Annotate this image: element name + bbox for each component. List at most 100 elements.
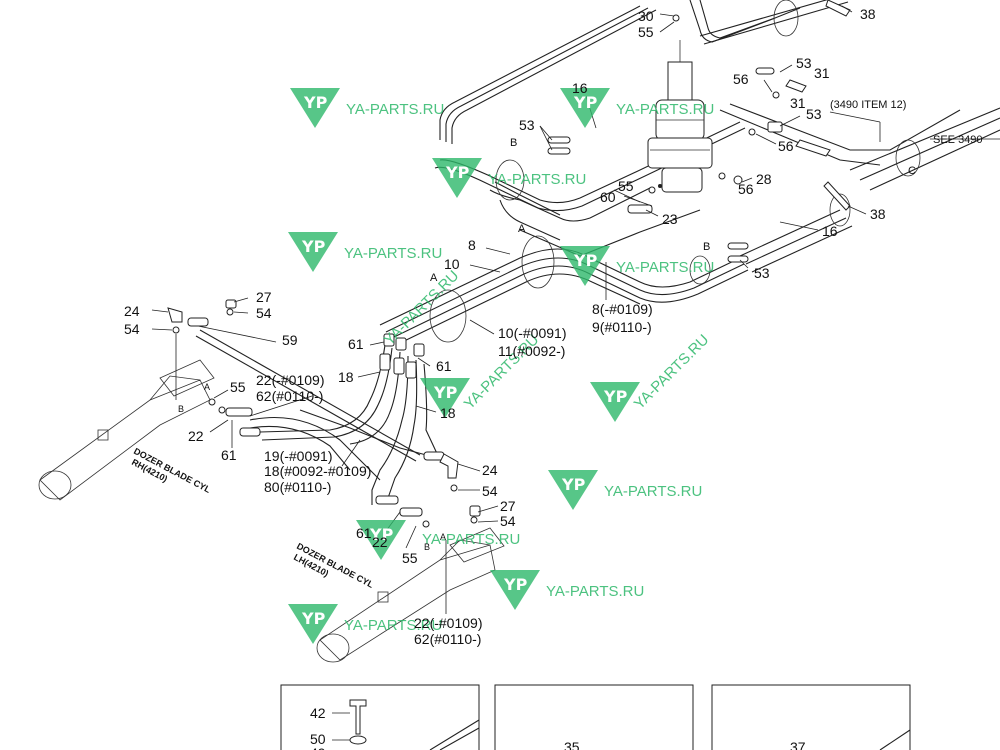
section-letter-a-small: A <box>440 532 446 542</box>
callout-61: 61 <box>221 447 237 463</box>
svg-text:YP: YP <box>603 387 628 406</box>
callout-53: 53 <box>796 55 812 71</box>
callout-53: 53 <box>806 106 822 122</box>
svg-text:YP: YP <box>573 251 598 270</box>
callout-8-range: 8(-#0109) <box>592 301 653 317</box>
detail-box-3 <box>711 684 911 750</box>
callout-54: 54 <box>500 513 516 529</box>
section-letter-a-small: A <box>204 382 210 392</box>
callout-22-range: 22(-#0109) <box>256 372 325 388</box>
callout-54: 54 <box>256 305 272 321</box>
callout-11-range: 11(#0092-) <box>498 343 565 359</box>
watermark-11: YP YA-PARTS.RU <box>288 604 442 644</box>
callout-54: 54 <box>482 483 498 499</box>
svg-text:YA-PARTS.RU: YA-PARTS.RU <box>422 531 520 548</box>
svg-text:YP: YP <box>301 609 326 628</box>
callout-54: 54 <box>124 321 140 337</box>
callout-3490-item: (3490 ITEM 12) <box>830 99 906 111</box>
callout-9-range: 9(#0110-) <box>592 319 652 335</box>
svg-text:YP: YP <box>503 575 528 594</box>
svg-text:YA-PARTS.RU: YA-PARTS.RU <box>346 101 444 118</box>
leader-lines <box>151 5 1000 741</box>
callout-16: 16 <box>572 80 588 96</box>
svg-text:YP: YP <box>561 475 586 494</box>
callout-60: 60 <box>600 189 616 205</box>
callout-22: 22 <box>188 428 204 444</box>
svg-text:YA-PARTS.RU: YA-PARTS.RU <box>488 171 586 188</box>
watermark-10: YP YA-PARTS.RU <box>490 570 644 610</box>
callout-49: 49 <box>310 745 326 750</box>
watermark-6: YP <box>420 378 470 418</box>
callout-53: 53 <box>754 265 770 281</box>
watermark-8: YP YA-PARTS.RU <box>548 470 702 510</box>
svg-text:YA-PARTS.RU: YA-PARTS.RU <box>616 101 714 118</box>
svg-text:YP: YP <box>445 163 470 182</box>
watermark-rotated-1: YA-PARTS.RU <box>381 267 463 349</box>
svg-text:YP: YP <box>303 93 328 112</box>
callout-labels: 30 55 38 53 31 56 31 16 53 53 56 (3490 I… <box>124 6 983 750</box>
center-swivel-joint <box>647 40 713 193</box>
callout-35: 35 <box>564 739 580 750</box>
svg-text:YA-PARTS.RU: YA-PARTS.RU <box>546 583 644 600</box>
callout-10-range: 10(-#0091) <box>498 325 567 341</box>
callout-30: 30 <box>638 8 654 24</box>
detail-boxes <box>280 684 911 750</box>
watermarks: YP YA-PARTS.RU YP YA-PARTS.RU YP YA-PART… <box>288 88 714 644</box>
svg-text:YP: YP <box>573 93 598 112</box>
svg-text:YP: YP <box>433 383 458 402</box>
section-letters: B A A B C A B A B <box>178 137 916 552</box>
callout-55: 55 <box>402 550 418 566</box>
callout-53: 53 <box>519 117 535 133</box>
callout-59: 59 <box>282 332 298 348</box>
callout-27: 27 <box>256 289 272 305</box>
callout-38: 38 <box>870 206 886 222</box>
callout-55: 55 <box>618 178 634 194</box>
callout-56: 56 <box>778 138 794 154</box>
watermark-9: YP YA-PARTS.RU <box>356 520 520 560</box>
middle-pipe-bundle <box>434 103 1000 241</box>
callout-18-range: 18(#0092-#0109) <box>264 463 371 479</box>
watermark-5: YP YA-PARTS.RU <box>560 246 714 286</box>
watermark-3: YP YA-PARTS.RU <box>432 158 586 198</box>
section-letter-b-small: B <box>178 404 184 414</box>
callout-56: 56 <box>733 71 749 87</box>
watermark-2: YP YA-PARTS.RU <box>560 88 714 128</box>
watermark-4: YP YA-PARTS.RU <box>288 232 442 272</box>
section-letter-a: A <box>430 272 438 284</box>
callout-55: 55 <box>230 379 246 395</box>
callout-10: 10 <box>444 256 460 272</box>
svg-text:YA-PARTS.RU: YA-PARTS.RU <box>604 483 702 500</box>
callout-61: 61 <box>356 525 372 541</box>
callout-28: 28 <box>756 171 772 187</box>
dozer-blade-cyl-rh <box>38 359 215 501</box>
watermark-1: YP YA-PARTS.RU <box>290 88 444 128</box>
callout-31: 31 <box>790 95 806 111</box>
svg-text:YA-PARTS.RU: YA-PARTS.RU <box>616 259 714 276</box>
section-letter-b-small: B <box>424 542 430 552</box>
callout-23: 23 <box>662 211 678 227</box>
callout-19-range: 19(-#0091) <box>264 448 333 464</box>
callout-16: 16 <box>822 223 838 239</box>
section-letter-c: C <box>908 165 916 177</box>
section-letter-b: B <box>510 137 517 149</box>
callout-62-range: 62(#0110-) <box>256 388 323 404</box>
svg-text:YA-PARTS.RU: YA-PARTS.RU <box>344 245 442 262</box>
callout-27: 27 <box>500 498 516 514</box>
callout-37: 37 <box>790 739 806 750</box>
callout-56: 56 <box>738 181 754 197</box>
section-letter-b: B <box>703 241 710 253</box>
callout-62-range: 62(#0110-) <box>414 631 481 647</box>
callout-8: 8 <box>468 237 476 253</box>
callout-22: 22 <box>372 534 388 550</box>
svg-text:YA-PARTS.RU: YA-PARTS.RU <box>344 617 442 634</box>
detail-box-2 <box>494 684 694 750</box>
callout-18: 18 <box>440 405 456 421</box>
callout-42: 42 <box>310 705 326 721</box>
section-letter-a: A <box>518 223 526 235</box>
callout-18: 18 <box>338 369 354 385</box>
callout-50: 50 <box>310 731 326 747</box>
callout-61: 61 <box>436 358 452 374</box>
callout-24: 24 <box>124 303 140 319</box>
callout-see-3490: SEE 3490 <box>933 134 983 146</box>
